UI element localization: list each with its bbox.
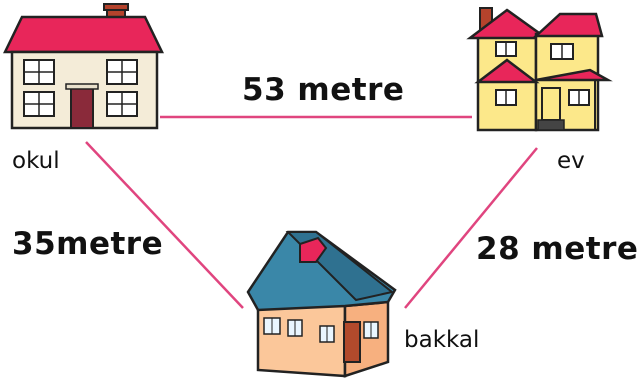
distance-school-home: 53 metre [242,72,405,108]
home-building-icon [466,7,613,132]
label-home: ev [557,148,585,174]
grocery-building-icon [246,230,397,378]
distance-school-grocery: 35metre [12,226,164,262]
label-school: okul [12,148,60,174]
line-home-grocery [404,147,538,309]
label-grocery: bakkal [404,327,480,353]
distance-home-grocery: 28 metre [476,231,637,267]
line-school-grocery [85,141,244,309]
school-building-icon [3,3,164,130]
